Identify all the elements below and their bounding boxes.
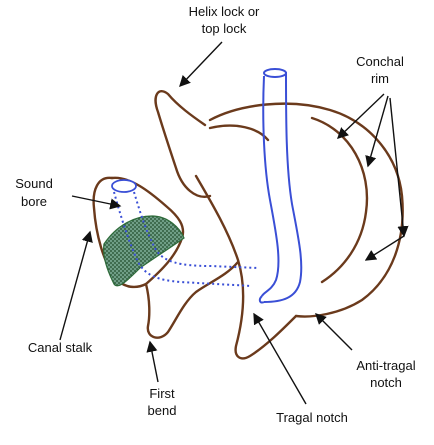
label-anti-tragal-line2: notch	[370, 375, 402, 390]
sound-bore-opening	[111, 179, 137, 193]
label-conchal-rim-line2: rim	[371, 71, 389, 86]
label-anti-tragal-line1: Anti-tragal	[356, 358, 415, 373]
label-sound-bore-line1: Sound	[15, 176, 53, 191]
label-first-bend-line2: bend	[148, 403, 177, 418]
label-helix-lock-line2: top lock	[202, 21, 247, 36]
leader-arrows	[59, 41, 409, 405]
label-tragal-notch: Tragal notch	[276, 410, 348, 425]
arrow-conchal-rim-1	[336, 93, 385, 139]
label-first-bend-line1: First	[149, 386, 175, 401]
helix-lock-shape	[154, 90, 212, 198]
body-bottom-shape	[194, 174, 298, 360]
conchal-inner-curve	[310, 116, 369, 284]
label-canal-stalk: Canal stalk	[28, 340, 93, 355]
arrow-tragal-notch	[253, 312, 307, 405]
label-helix-lock-line1: Helix lock or	[189, 4, 260, 19]
canal-stalk-inner	[110, 176, 185, 286]
arrow-conchal-rim-3	[389, 97, 409, 238]
canal-stalk-shape	[92, 176, 240, 339]
label-conchal-rim-line1: Conchal	[356, 54, 404, 69]
tube	[258, 68, 303, 304]
arrow-conchal-rim-4	[364, 235, 405, 261]
bore-path-dotted	[113, 191, 259, 287]
arrow-conchal-rim-2	[365, 95, 389, 168]
label-sound-bore-line2: bore	[21, 194, 47, 209]
conchal-inner-rim	[208, 124, 270, 142]
arrow-anti-tragal	[315, 313, 353, 351]
arrow-helix-lock	[179, 41, 223, 88]
arrow-first-bend	[146, 340, 159, 383]
arrow-canal-stalk	[59, 230, 93, 341]
canal-patch	[103, 215, 185, 287]
arrow-sound-bore	[71, 195, 122, 210]
